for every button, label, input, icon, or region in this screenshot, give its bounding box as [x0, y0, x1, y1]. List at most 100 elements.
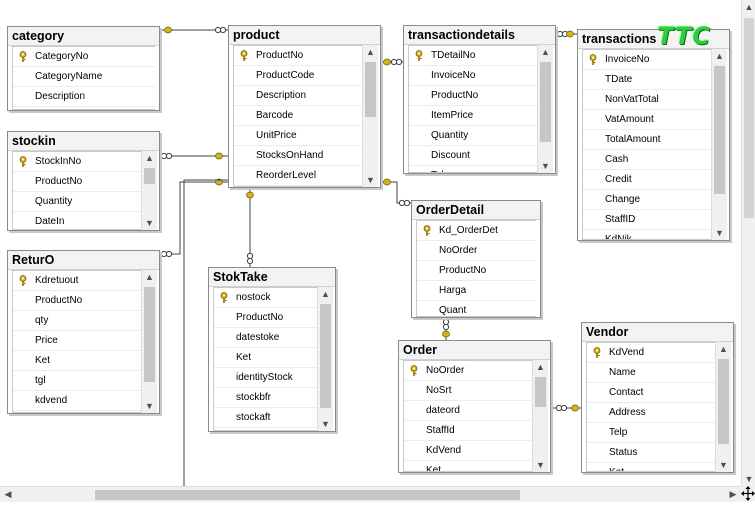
column-row[interactable]: CategoryName	[13, 67, 155, 87]
scroll-thumb[interactable]	[744, 18, 754, 218]
column-row[interactable]: KdNik	[583, 230, 711, 239]
column-row[interactable]: Name	[587, 363, 715, 383]
column-row[interactable]: Ket	[587, 463, 715, 471]
table-title: product	[229, 26, 380, 45]
column-row[interactable]: dateord	[404, 401, 532, 421]
column-row[interactable]: Telp	[587, 423, 715, 443]
column-row[interactable]: DateIn	[13, 212, 141, 229]
column-row[interactable]: stockbfr	[214, 388, 317, 408]
column-row[interactable]: Contact	[587, 383, 715, 403]
pan-move-icon[interactable]	[741, 486, 755, 501]
column-row[interactable]: InvoiceNo	[409, 66, 537, 86]
scroll-down-arrow-icon[interactable]: ▼	[744, 474, 754, 484]
table-scrollbar[interactable]: ▲▼	[715, 342, 731, 472]
column-row[interactable]: NoSrt	[404, 381, 532, 401]
column-row[interactable]: NonVatTotal	[583, 90, 711, 110]
column-row[interactable]: Ket	[13, 351, 141, 371]
column-row[interactable]: ReorderLevel	[234, 166, 362, 186]
column-row[interactable]: balance	[214, 428, 317, 430]
column-row[interactable]: Harga	[417, 281, 536, 301]
diagram-horizontal-scrollbar[interactable]: ◀ ▶	[0, 486, 741, 502]
relationship-product-offscreen[interactable]	[183, 179, 228, 486]
column-row[interactable]: Quant	[417, 301, 536, 316]
column-row[interactable]: TDetailNo	[409, 46, 537, 66]
column-row[interactable]: NoBat	[13, 411, 141, 412]
column-row[interactable]: Ket	[404, 461, 532, 471]
scroll-thumb[interactable]	[95, 490, 520, 500]
table-scrollbar[interactable]: ▲▼	[532, 360, 548, 472]
column-row[interactable]: NoOrder	[417, 241, 536, 261]
table-scrollbar[interactable]: ▲▼	[537, 45, 553, 173]
column-row[interactable]: identityStock	[214, 368, 317, 388]
scroll-right-arrow-icon[interactable]: ▶	[729, 489, 737, 499]
table-scrollbar[interactable]: ▲▼	[362, 45, 378, 187]
column-row[interactable]: NoOrder	[404, 361, 532, 381]
table-scrollbar[interactable]: ▲▼	[141, 151, 157, 230]
relationship-product-returo[interactable]	[158, 181, 228, 255]
column-row[interactable]: Address	[587, 403, 715, 423]
table-scrollbar[interactable]: ▲▼	[317, 287, 333, 431]
table-scrollbar[interactable]: ▲▼	[141, 270, 157, 413]
column-row[interactable]: KdVend	[587, 343, 715, 363]
column-row[interactable]: StockInNo	[13, 152, 141, 172]
column-row[interactable]: Change	[583, 190, 711, 210]
column-row[interactable]: Description	[13, 87, 155, 107]
column-row[interactable]: Barcode	[234, 106, 362, 126]
column-row[interactable]: Kd_OrderDet	[417, 221, 536, 241]
column-row[interactable]: Quantity	[13, 192, 141, 212]
column-row[interactable]: datestoke	[214, 328, 317, 348]
column-row[interactable]: KdVend	[404, 441, 532, 461]
column-row[interactable]: StaffId	[404, 421, 532, 441]
column-row[interactable]: kdvend	[13, 391, 141, 411]
column-row[interactable]: ProductNo	[214, 308, 317, 328]
column-row[interactable]: TotalAmount	[583, 130, 711, 150]
column-row[interactable]: TDate	[583, 70, 711, 90]
column-row[interactable]: stockaft	[214, 408, 317, 428]
column-row[interactable]: Discount	[409, 146, 537, 166]
column-name: Quantity	[35, 196, 73, 207]
column-row[interactable]: Description	[234, 86, 362, 106]
column-row[interactable]: qty	[13, 311, 141, 331]
column-row[interactable]: tgl	[13, 371, 141, 391]
column-row[interactable]: Kdretuout	[13, 271, 141, 291]
column-row[interactable]: ProductNo	[234, 46, 362, 66]
column-row[interactable]: InvoiceNo	[583, 50, 711, 70]
scroll-up-arrow-icon[interactable]: ▲	[744, 2, 754, 12]
column-row[interactable]: ItemPrice	[409, 106, 537, 126]
column-row[interactable]: ProductNo	[417, 261, 536, 281]
column-row[interactable]: StaffID	[583, 210, 711, 230]
diagram-vertical-scrollbar[interactable]: ▲ ▼	[741, 0, 755, 486]
column-row[interactable]: Quantity	[409, 126, 537, 146]
column-row[interactable]: Cash	[583, 150, 711, 170]
column-row[interactable]: Toko	[409, 166, 537, 172]
column-row[interactable]: Ket	[214, 348, 317, 368]
column-row[interactable]: CategoryNo	[13, 47, 155, 67]
column-row[interactable]: StocksOnHand	[234, 146, 362, 166]
column-row[interactable]: CategoryNo	[234, 186, 362, 187]
column-row[interactable]: nostock	[214, 288, 317, 308]
column-name: Change	[605, 194, 641, 205]
scroll-left-arrow-icon[interactable]: ◀	[4, 489, 12, 499]
column-row[interactable]: ProductNo	[13, 172, 141, 192]
column-row[interactable]: Credit	[583, 170, 711, 190]
table-scrollbar[interactable]: ▲▼	[711, 49, 727, 240]
column-row[interactable]: Status	[587, 443, 715, 463]
column-row[interactable]: ProductNo	[409, 86, 537, 106]
column-row[interactable]: Price	[13, 331, 141, 351]
column-row[interactable]: UnitPrice	[234, 126, 362, 146]
column-row[interactable]: ProductNo	[13, 291, 141, 311]
column-row[interactable]: ProductCode	[234, 66, 362, 86]
relationship-product-orderdetail[interactable]	[379, 181, 411, 204]
column-row[interactable]: VatAmount	[583, 110, 711, 130]
